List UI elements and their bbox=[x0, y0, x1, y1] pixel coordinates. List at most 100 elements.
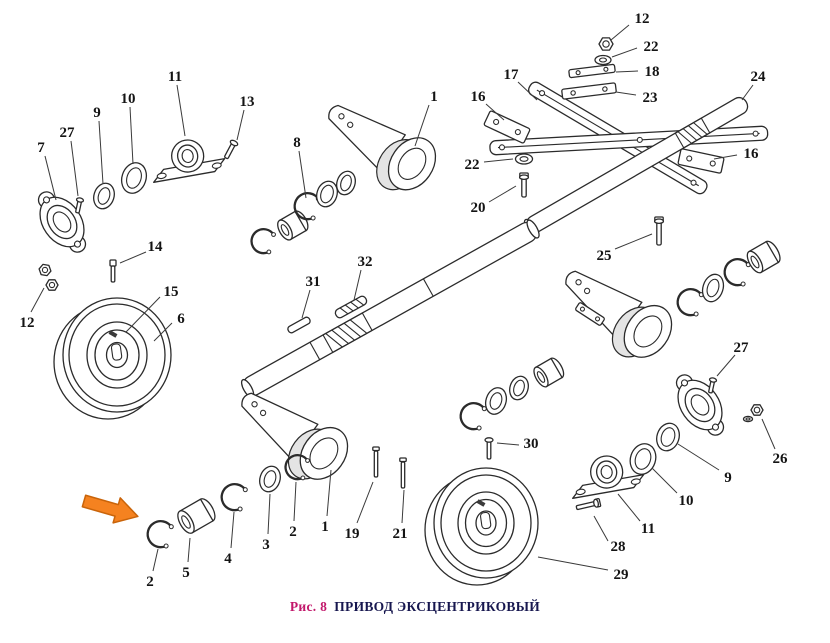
washer-3 bbox=[259, 465, 281, 493]
washer-22-mid bbox=[514, 153, 534, 165]
leader-line-1 bbox=[326, 469, 332, 517]
part-number-11: 11 bbox=[168, 69, 182, 85]
part-number-6: 6 bbox=[177, 311, 185, 327]
part-number-21: 21 bbox=[393, 526, 408, 542]
part-number-18: 18 bbox=[645, 64, 660, 80]
retaining-ring-right-a bbox=[676, 288, 704, 317]
bushing-right bbox=[746, 240, 781, 274]
part-number-23: 23 bbox=[643, 90, 658, 106]
bearing-pillow-block-11-right bbox=[572, 455, 645, 499]
bearing-pillow-block-11-left bbox=[153, 139, 226, 183]
bushing-mid bbox=[533, 357, 565, 388]
part-number-32: 32 bbox=[358, 254, 373, 270]
part-number-16: 16 bbox=[744, 146, 760, 162]
leader-line-27 bbox=[716, 354, 736, 377]
eccentric-arm-1-bottom bbox=[241, 392, 349, 480]
part-number-1: 1 bbox=[321, 519, 329, 535]
bolt-27-left bbox=[75, 197, 85, 214]
part-number-17: 17 bbox=[504, 67, 520, 83]
part-number-15: 15 bbox=[164, 284, 179, 300]
retaining-ring-8a bbox=[250, 228, 276, 255]
leader-line-22 bbox=[611, 47, 638, 58]
leader-line-22 bbox=[483, 158, 514, 163]
part-number-14: 14 bbox=[148, 239, 164, 255]
highlight-arrow bbox=[81, 494, 139, 524]
bolt-19 bbox=[372, 446, 380, 478]
part-number-11: 11 bbox=[641, 521, 655, 537]
leader-line-18 bbox=[615, 70, 639, 73]
leader-line-4 bbox=[230, 511, 235, 549]
leader-line-29 bbox=[537, 556, 609, 571]
leader-line-21 bbox=[401, 489, 405, 524]
washer-9-left bbox=[93, 182, 115, 210]
shackle-plate bbox=[575, 302, 605, 326]
retaining-ring-2-upper bbox=[284, 454, 310, 481]
nut-12-left-b bbox=[45, 279, 59, 291]
part-number-28: 28 bbox=[611, 539, 626, 555]
strip-plate-23 bbox=[561, 82, 617, 100]
flanged-bearing-housing-7 bbox=[37, 191, 87, 253]
bolt-25 bbox=[653, 216, 665, 246]
part-number-16: 16 bbox=[471, 89, 487, 105]
leader-line-8 bbox=[298, 150, 307, 199]
eccentric-pulley-29 bbox=[424, 467, 539, 586]
key-mark bbox=[476, 499, 486, 507]
part-number-2: 2 bbox=[289, 524, 297, 540]
leader-line-17 bbox=[517, 81, 538, 101]
eccentric-pulley-6 bbox=[53, 297, 172, 420]
part-number-27: 27 bbox=[60, 125, 76, 141]
leader-line-10 bbox=[129, 106, 134, 165]
leader-line-13 bbox=[236, 109, 245, 141]
nut-12-left-a bbox=[38, 263, 52, 277]
part-number-29: 29 bbox=[614, 567, 629, 583]
leader-line-9 bbox=[677, 443, 720, 471]
washer-right-b bbox=[701, 273, 725, 303]
leader-line-26 bbox=[761, 418, 776, 450]
bushing-8 bbox=[277, 210, 309, 241]
washer-mid-c bbox=[509, 375, 529, 401]
leader-line-2 bbox=[293, 481, 297, 522]
part-number-10: 10 bbox=[679, 493, 694, 509]
part-number-27: 27 bbox=[734, 340, 750, 356]
leader-line-16 bbox=[713, 154, 738, 160]
leader-line-15 bbox=[125, 296, 161, 333]
leader-line-6 bbox=[153, 322, 173, 342]
spline-key-32 bbox=[334, 295, 368, 319]
bushing-5 bbox=[177, 498, 216, 534]
bolt-21 bbox=[399, 457, 407, 489]
part-number-19: 19 bbox=[345, 526, 360, 542]
pin-31 bbox=[287, 316, 311, 334]
part-number-9: 9 bbox=[724, 470, 732, 486]
part-number-8: 8 bbox=[293, 135, 301, 151]
part-number-1: 1 bbox=[430, 89, 438, 105]
leader-line-28 bbox=[593, 515, 609, 542]
eccentric-arm-1-top bbox=[328, 104, 437, 191]
bolt-27-right bbox=[708, 377, 718, 394]
bolt-28 bbox=[575, 497, 602, 511]
retaining-ring-mid-a bbox=[459, 402, 487, 431]
ring-10-right bbox=[629, 443, 657, 475]
part-number-12: 12 bbox=[635, 11, 650, 27]
part-number-5: 5 bbox=[182, 565, 190, 581]
washer-8c bbox=[316, 180, 338, 208]
key-15 bbox=[108, 330, 118, 338]
retaining-ring-2-lower bbox=[146, 520, 174, 549]
nut-and-washer-26 bbox=[742, 404, 764, 423]
part-number-22: 22 bbox=[465, 157, 480, 173]
part-number-26: 26 bbox=[773, 451, 789, 467]
part-number-13: 13 bbox=[240, 94, 255, 110]
washer-22-top bbox=[594, 54, 612, 66]
leader-line-32 bbox=[353, 269, 362, 301]
bolt-14 bbox=[109, 259, 117, 283]
part-number-12: 12 bbox=[20, 315, 35, 331]
bolt-13 bbox=[224, 139, 239, 160]
bolt-30 bbox=[484, 437, 494, 460]
washer-8d bbox=[336, 170, 356, 196]
leader-line-7 bbox=[44, 155, 57, 201]
part-number-22: 22 bbox=[644, 39, 659, 55]
leader-line-24 bbox=[741, 84, 754, 101]
nut-12-top bbox=[598, 37, 614, 51]
leader-line-14 bbox=[119, 251, 147, 264]
